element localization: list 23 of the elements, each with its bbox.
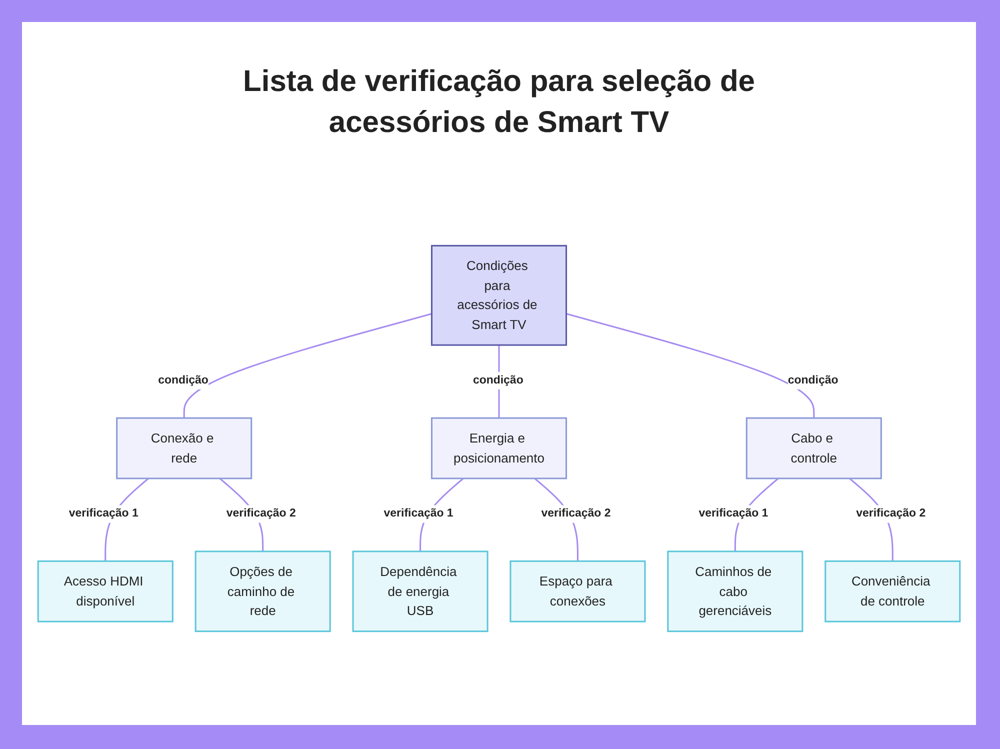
diagram-title: Lista de verificação para seleção de acessórios de Smart TV: [242, 64, 756, 140]
node-box: [824, 560, 961, 622]
node-box: [746, 417, 882, 480]
edge-label: verificação 2: [856, 506, 926, 520]
card-background: Lista de verificação para seleção de acessórios de Smart TV condição condição condição verificação 1 verificação 2 verificação 1 verificação 2 verificação 1 verificação 2 Condições para acessórios de Smart TV Conexão e rede Energia e posicionamento Cabo e controle Acesso HDMI disponível Opções de caminho de rede Dependência de energia USB Espaço para conexões Caminhos de cabo gerenciáveis Conveniência de controle: [22, 22, 976, 725]
edge-label: verificação 1: [384, 506, 454, 520]
node-box: [194, 550, 331, 632]
edge-label: verificação 1: [68, 506, 138, 520]
edge-label: verificação 1: [698, 506, 768, 520]
edge-label: condição: [472, 373, 524, 386]
node-box: [430, 417, 568, 480]
node-box: [116, 417, 252, 480]
edge-label: verificação 2: [226, 506, 296, 520]
node-box: [510, 560, 646, 622]
node-box: [430, 244, 568, 346]
edge-label: condição: [158, 373, 208, 386]
connector: [566, 313, 815, 418]
node-box: [667, 550, 804, 632]
connector: [183, 313, 432, 418]
node-box: [37, 560, 174, 622]
edge-label: condição: [788, 373, 838, 386]
edge-label: verificação 2: [541, 506, 611, 520]
node-box: [352, 550, 488, 632]
